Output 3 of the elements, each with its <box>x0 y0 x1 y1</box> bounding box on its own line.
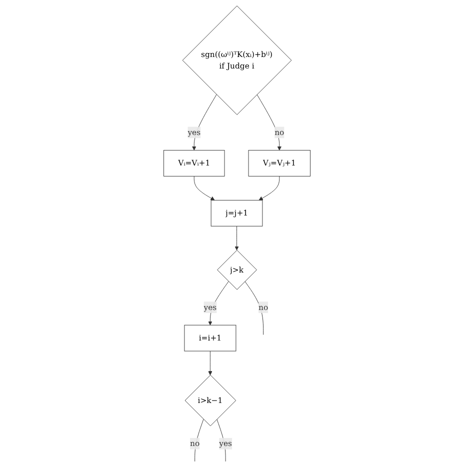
connector <box>194 418 204 462</box>
connector <box>216 418 226 462</box>
connector <box>244 281 264 335</box>
